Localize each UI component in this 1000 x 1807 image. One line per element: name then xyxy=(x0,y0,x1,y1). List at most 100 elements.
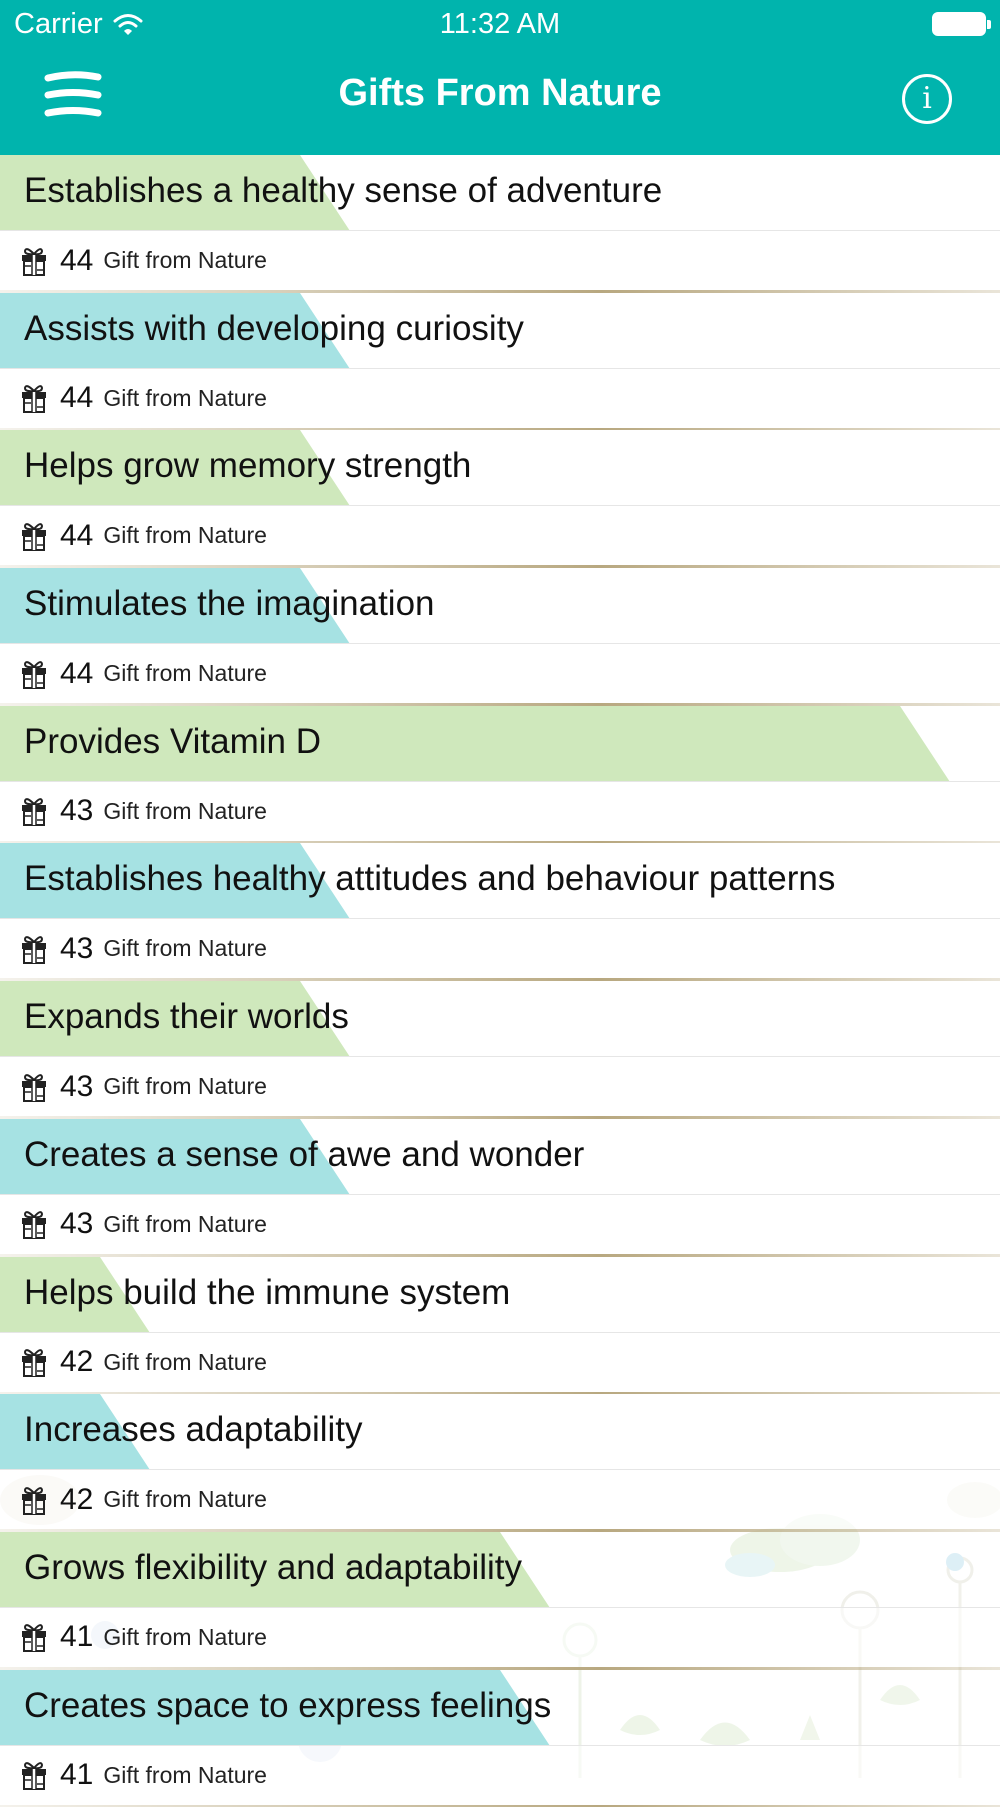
list-item[interactable]: Creates a sense of awe and wonder 43 Gift … xyxy=(0,1118,1000,1257)
gift-icon xyxy=(22,798,46,827)
item-divider xyxy=(0,1666,1000,1670)
list-item-header: Establishes a healthy sense of adventure xyxy=(0,155,1000,231)
item-divider xyxy=(0,1253,1000,1257)
list-item-header: Grows flexibility and adaptability xyxy=(0,1531,1000,1608)
item-divider xyxy=(0,1116,1000,1119)
gift-label: Gift from Nature xyxy=(103,522,267,549)
gift-label: Gift from Nature xyxy=(103,1073,267,1100)
list-item-header: Increases adaptability xyxy=(0,1394,1000,1471)
item-divider xyxy=(0,1529,1000,1532)
gift-label: Gift from Nature xyxy=(103,1348,267,1375)
progress-band xyxy=(0,430,350,506)
item-divider xyxy=(0,290,1000,293)
gifts-list: Establishes a healthy sense of adventure… xyxy=(0,155,1000,1807)
list-item[interactable]: Stimulates the imagination 44 Gift from Na… xyxy=(0,568,1000,706)
gift-label: Gift from Nature xyxy=(103,797,267,824)
gift-count: 44 xyxy=(60,656,94,690)
list-item-header: Creates space to express feelings xyxy=(0,1669,1000,1746)
list-item[interactable]: Expands their worlds 43 Gift from Nature xyxy=(0,981,1000,1119)
gift-icon xyxy=(22,1073,46,1102)
item-subtitle-row: 44 Gift from Nature xyxy=(0,506,1000,566)
gift-icon xyxy=(22,1624,46,1653)
gift-count: 43 xyxy=(60,931,94,965)
item-title: Assists with developing curiosity xyxy=(24,308,524,348)
list-item-header: Creates a sense of awe and wonder xyxy=(0,1118,1000,1195)
gift-label: Gift from Nature xyxy=(103,660,267,687)
progress-band xyxy=(0,981,350,1057)
gift-count: 44 xyxy=(60,518,94,552)
gift-count: 41 xyxy=(60,1620,94,1654)
list-item[interactable]: Creates space to express feelings 41 Gift … xyxy=(0,1669,1000,1807)
item-divider xyxy=(0,703,1000,706)
item-title: Establishes healthy attitudes and behavi… xyxy=(24,859,836,899)
gift-count: 43 xyxy=(60,794,94,828)
list-item-header: Provides Vitamin D xyxy=(0,705,1000,782)
info-button[interactable]: i xyxy=(902,74,952,124)
item-title: Expands their worlds xyxy=(24,997,349,1037)
list-item-header: Helps grow memory strength xyxy=(0,430,1000,507)
item-title: Provides Vitamin D xyxy=(24,721,321,761)
list-item[interactable]: Establishes a healthy sense of adventure… xyxy=(0,155,1000,293)
list-item-header: Stimulates the imagination xyxy=(0,568,1000,645)
gift-count: 43 xyxy=(60,1207,94,1241)
item-divider xyxy=(0,1391,1000,1395)
item-title: Grows flexibility and adaptability xyxy=(24,1547,523,1587)
item-divider xyxy=(0,840,1000,844)
progress-band xyxy=(0,568,350,644)
list-item-header: Helps build the immune system xyxy=(0,1256,1000,1333)
item-title: Increases adaptability xyxy=(24,1410,363,1450)
gift-count: 44 xyxy=(60,243,94,277)
gift-count: 43 xyxy=(60,1069,94,1103)
info-icon: i xyxy=(922,81,932,116)
item-subtitle-row: 43 Gift from Nature xyxy=(0,781,1000,841)
menu-button[interactable] xyxy=(44,70,102,122)
gift-label: Gift from Nature xyxy=(103,1210,267,1237)
hamburger-menu-icon xyxy=(44,71,102,117)
item-title: Helps grow memory strength xyxy=(24,446,472,486)
progress-band xyxy=(0,1531,550,1607)
item-divider xyxy=(0,978,1000,982)
item-title: Stimulates the imagination xyxy=(24,584,435,624)
progress-band xyxy=(0,1256,150,1332)
list-item-header: Assists with developing curiosity xyxy=(0,292,1000,369)
item-title: Helps build the immune system xyxy=(24,1272,511,1312)
progress-band xyxy=(0,1118,350,1194)
gift-icon xyxy=(22,385,46,414)
item-subtitle-row: 43 Gift from Nature xyxy=(0,1194,1000,1254)
gift-label: Gift from Nature xyxy=(103,1486,267,1513)
item-subtitle-row: 44 Gift from Nature xyxy=(0,644,1000,704)
gift-icon xyxy=(22,522,46,551)
item-subtitle-row: 41 Gift from Nature xyxy=(0,1745,1000,1805)
list-item[interactable]: Provides Vitamin D 43 Gift from Nature xyxy=(0,705,1000,844)
list-item[interactable]: Establishes healthy attitudes and behavi… xyxy=(0,843,1000,982)
gift-count: 42 xyxy=(60,1482,94,1516)
gift-icon xyxy=(22,936,46,964)
status-time: 11:32 AM xyxy=(439,8,561,40)
list-item[interactable]: Increases adaptability 42 Gift from Nature xyxy=(0,1394,1000,1532)
gift-icon xyxy=(22,247,46,276)
progress-band xyxy=(0,155,350,230)
item-title: Creates space to express feelings xyxy=(24,1685,552,1725)
list-item[interactable]: Helps grow memory strength 44 Gift from Na… xyxy=(0,430,1000,569)
list-item-header: Expands their worlds xyxy=(0,981,1000,1058)
gift-icon xyxy=(22,1486,46,1515)
progress-band xyxy=(0,843,350,919)
gift-label: Gift from Nature xyxy=(103,384,267,411)
gift-label: Gift from Nature xyxy=(103,1761,267,1788)
gift-icon xyxy=(22,1762,46,1791)
gift-count: 41 xyxy=(60,1758,94,1792)
gift-icon xyxy=(22,1211,46,1240)
item-title: Creates a sense of awe and wonder xyxy=(24,1134,585,1174)
progress-band xyxy=(0,705,950,781)
item-divider xyxy=(0,565,1000,569)
progress-band xyxy=(0,1394,150,1470)
carrier-label: Carrier xyxy=(14,8,103,40)
gift-label: Gift from Nature xyxy=(103,247,267,273)
